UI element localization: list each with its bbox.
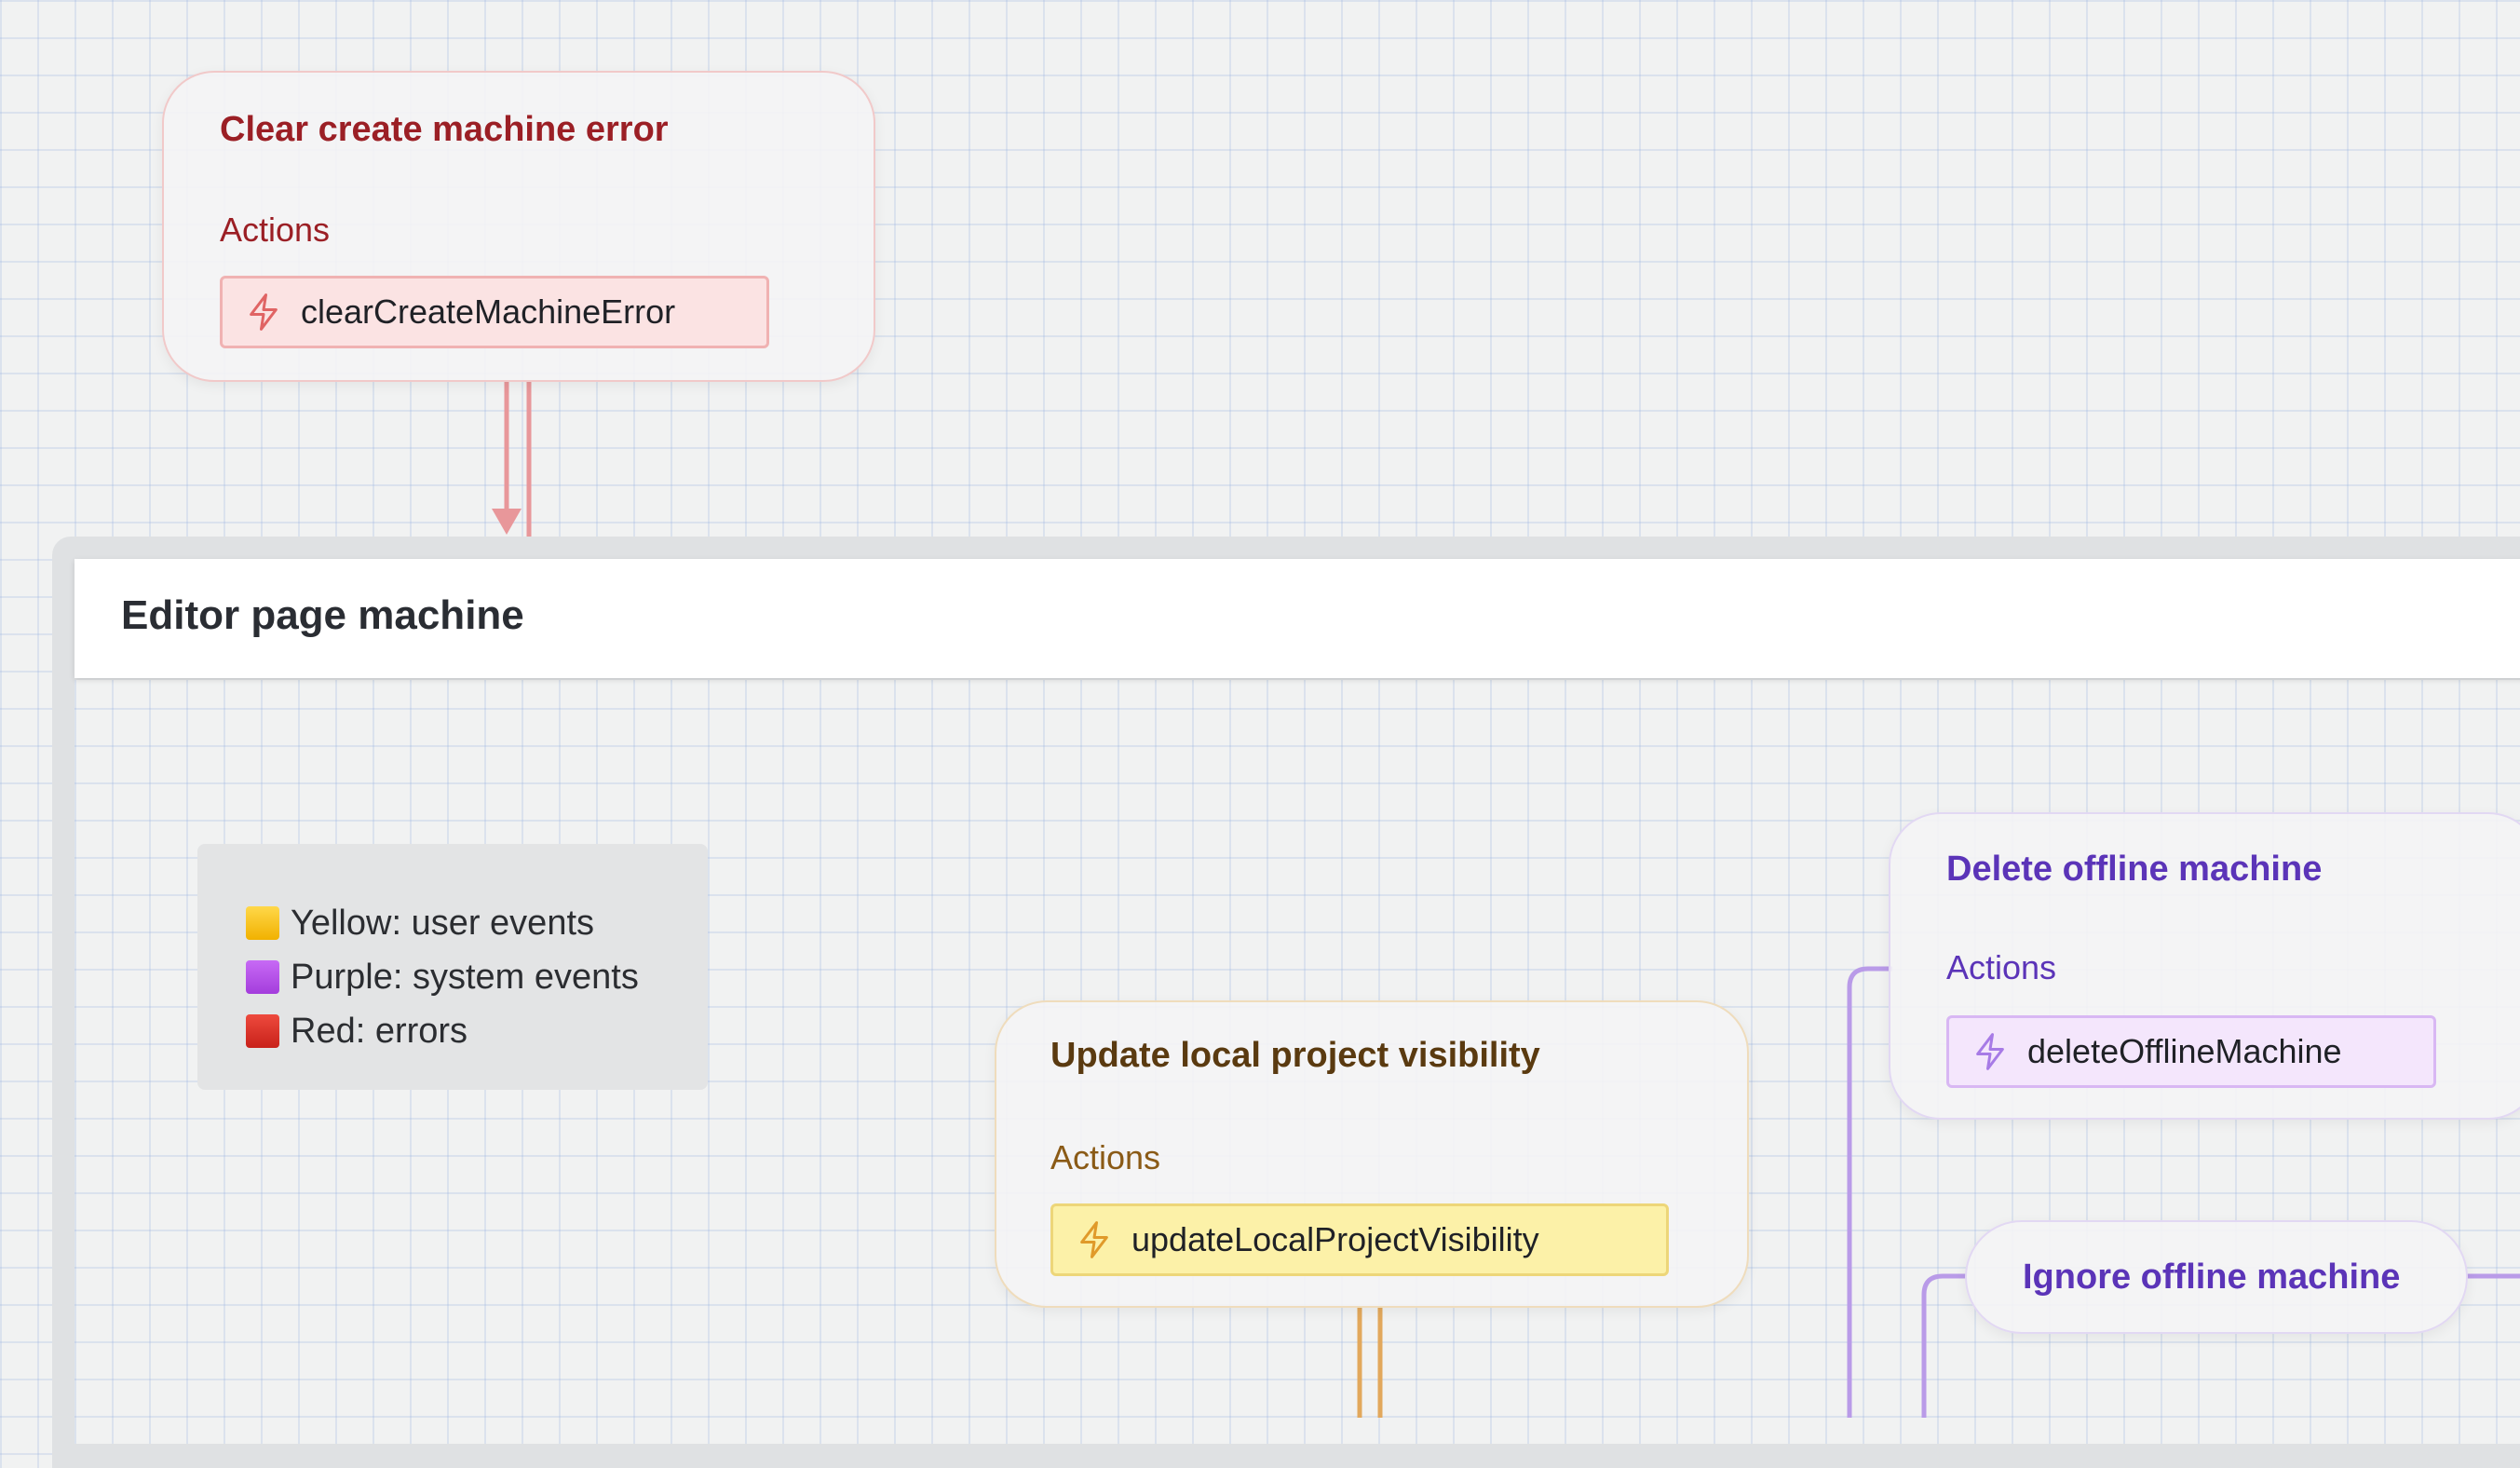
yellow-square-icon [246, 906, 279, 940]
lightning-bolt-icon [250, 293, 278, 331]
state-title: Ignore offline machine [2023, 1257, 2401, 1297]
purple-square-icon [246, 960, 279, 994]
legend-label: Purple: system events [291, 957, 639, 997]
legend-label: Red: errors [291, 1011, 468, 1051]
state-title: Update local project visibility [1050, 1036, 1540, 1075]
lightning-bolt-icon [1080, 1221, 1108, 1258]
red-square-icon [246, 1014, 279, 1048]
state-ignore-offline-machine[interactable]: Ignore offline machine [1965, 1220, 2468, 1334]
state-delete-offline-machine[interactable]: Delete offline machine Actions deleteOff… [1889, 812, 2520, 1120]
state-actions-label: Actions [1946, 948, 2057, 986]
action-delete-offline-machine[interactable]: deleteOfflineMachine [1946, 1015, 2436, 1088]
legend-item-purple: Purple: system events [197, 950, 708, 1004]
state-actions-label: Actions [220, 211, 331, 249]
state-update-local-project-visibility[interactable]: Update local project visibility Actions … [995, 1000, 1749, 1308]
legend-item-red: Red: errors [197, 1004, 708, 1058]
state-title: Clear create machine error [220, 110, 669, 149]
action-label: clearCreateMachineError [301, 292, 676, 331]
legend: Yellow: user events Purple: system event… [197, 844, 708, 1090]
lightning-bolt-icon [1976, 1033, 2004, 1070]
action-update-local-project-visibility[interactable]: updateLocalProjectVisibility [1050, 1203, 1669, 1276]
state-title: Delete offline machine [1946, 850, 2323, 889]
editor-page-machine-header[interactable]: Editor page machine [75, 559, 2520, 678]
legend-item-yellow: Yellow: user events [197, 896, 708, 950]
state-clear-create-machine-error[interactable]: Clear create machine error Actions clear… [162, 71, 875, 382]
machine-title: Editor page machine [121, 592, 524, 638]
action-label: updateLocalProjectVisibility [1131, 1220, 1539, 1258]
action-clear-create-machine-error[interactable]: clearCreateMachineError [220, 276, 769, 348]
action-label: deleteOfflineMachine [2027, 1032, 2342, 1070]
state-actions-label: Actions [1050, 1138, 1161, 1176]
legend-label: Yellow: user events [291, 903, 595, 943]
transition-arrow-red [492, 509, 522, 535]
